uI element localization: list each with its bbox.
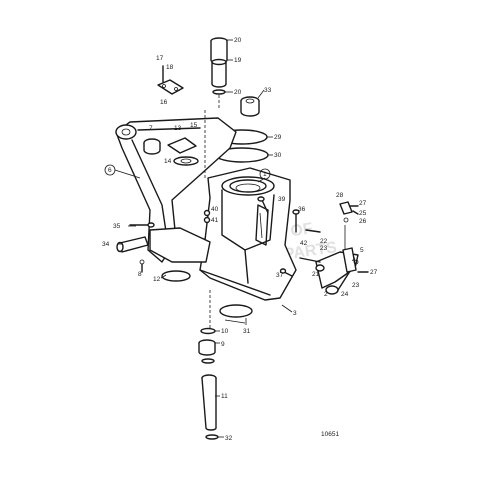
callout-26: 26 — [359, 218, 367, 225]
trim-mechanism — [299, 201, 369, 295]
callout-27-top: 27 — [359, 200, 367, 207]
callout-17: 17 — [156, 55, 164, 62]
callout-20-top: 20 — [234, 37, 242, 44]
callout-18: 18 — [166, 64, 174, 71]
callout-36: 36 — [298, 206, 306, 213]
callout-11: 11 — [221, 393, 228, 400]
callout-19: 19 — [234, 57, 242, 64]
callout-9: 9 — [221, 341, 225, 348]
ring-31 — [219, 304, 253, 324]
callout-12: 12 — [153, 276, 161, 283]
callout-13: 13 — [174, 125, 182, 132]
callout-10: 10 — [221, 328, 229, 335]
callout-2: 2 — [324, 291, 328, 298]
callout-21: 21 — [312, 271, 320, 278]
callout-39: 39 — [278, 196, 286, 203]
mount-bracket — [116, 222, 211, 282]
callout-4: 4 — [352, 257, 356, 264]
callout-15: 15 — [190, 122, 198, 129]
callout-3: 3 — [293, 310, 297, 317]
bushing-33 — [240, 96, 260, 117]
callout-30: 30 — [274, 152, 282, 159]
callout-23-top: 23 — [320, 245, 328, 252]
main-housing — [199, 167, 297, 301]
callout-8: 8 — [138, 271, 142, 278]
callout-23-lower: 23 — [352, 282, 360, 289]
callout-20-lower: 20 — [234, 89, 242, 96]
drawing-reference-number: 10651 — [321, 431, 339, 438]
callout-37: 37 — [276, 272, 284, 279]
callout-22: 22 — [320, 238, 328, 245]
callout-labels: 17 18 16 20 19 20 33 7 13 15 29 30 14 6 … — [102, 37, 378, 442]
callout-41: 41 — [211, 217, 219, 224]
callout-32: 32 — [225, 435, 233, 442]
callout-27-lower: 27 — [370, 269, 378, 276]
screws — [203, 196, 300, 277]
callout-6: 6 — [108, 167, 112, 174]
callout-1: 1 — [263, 171, 267, 178]
callout-16: 16 — [160, 99, 168, 106]
steering-arm — [115, 110, 237, 263]
callout-42: 42 — [300, 240, 308, 247]
callout-40: 40 — [211, 206, 219, 213]
callout-7: 7 — [149, 125, 153, 132]
callout-5: 5 — [360, 247, 364, 254]
callout-29: 29 — [274, 134, 282, 141]
bracket-16 — [157, 65, 184, 95]
shaft-upper — [210, 37, 228, 110]
callout-35: 35 — [113, 223, 121, 230]
callout-14: 14 — [164, 158, 172, 165]
callout-33: 33 — [264, 87, 272, 94]
callout-31: 31 — [243, 328, 251, 335]
callout-25: 25 — [359, 210, 367, 217]
callout-28: 28 — [336, 192, 344, 199]
callout-34: 34 — [102, 241, 110, 248]
callout-24: 24 — [341, 291, 349, 298]
shaft-lower — [198, 290, 219, 440]
